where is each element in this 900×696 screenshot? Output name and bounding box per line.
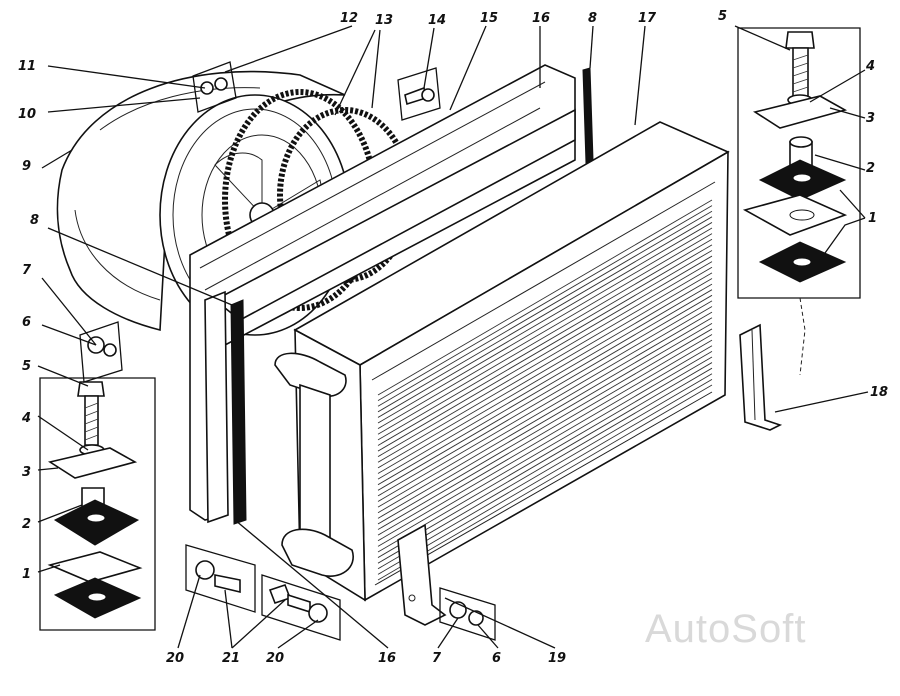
label-8-left: 8 [30,213,39,228]
radiator-fin [377,379,713,575]
radiator-fin [377,238,713,435]
label-17: 17 [638,11,657,26]
radiator-fin [377,205,713,401]
radiator-fin [377,345,713,542]
radiator-fin [377,210,713,407]
label-8-top: 8 [588,11,597,26]
fastener-box-20-21a [185,544,256,613]
radiator-fin [377,350,713,547]
radiator-fin [377,339,713,536]
label-11: 11 [18,59,36,74]
bracket-19 [397,523,447,626]
radiator-fin [377,362,713,558]
mount-assembly-right [737,27,861,376]
radiator-fin [377,294,713,491]
label-21: 21 [222,651,240,666]
label-3-left: 3 [22,465,31,480]
label-7-bottom: 7 [432,651,442,666]
radiator-fin [377,384,713,581]
label-2-left: 2 [22,517,31,532]
radiator-fin [377,289,713,486]
label-16-top: 16 [532,11,550,26]
label-4-top: 4 [865,59,875,74]
radiator-fin [377,367,713,564]
radiator-fin [377,317,713,514]
radiator-fin [377,250,713,446]
radiator-fins [377,199,713,581]
radiator-fin [377,306,713,502]
radiator-fin [377,334,713,530]
nut-box-10-11 [192,61,237,113]
label-10: 10 [18,107,36,122]
radiator-fin [377,266,713,463]
radiator-fin [377,255,713,452]
label-14: 14 [428,13,446,28]
radiator-fin [377,233,713,430]
coolant-pipes [274,352,354,577]
nut-box-6-7-left [79,321,123,383]
watermark: AutoSoft [645,607,806,651]
label-1-top: 1 [868,211,877,226]
label-9: 9 [22,159,31,174]
label-5-top: 5 [718,9,727,24]
mount-assembly-left [39,377,156,631]
label-19: 19 [548,651,566,666]
label-2-top: 2 [866,161,875,176]
radiator-fin [377,278,713,474]
radiator-fin [377,283,713,480]
radiator-fin [377,311,713,508]
radiator-fin [377,227,713,424]
radiator-fin [377,322,713,519]
label-20-a: 20 [166,651,184,666]
bracket-18 [739,323,783,431]
radiator-fin [377,373,713,570]
radiator-fin [377,272,713,469]
shroud-plate [189,64,576,525]
label-15: 15 [480,11,498,26]
radiator-fin [377,300,713,497]
label-3-top: 3 [866,111,875,126]
radiator-fin [377,222,713,418]
label-6-bottom: 6 [492,651,501,666]
label-16-bottom: 16 [378,651,396,666]
radiator-fin [377,328,713,525]
label-6-left: 6 [22,315,31,330]
label-18: 18 [870,385,888,400]
radiator-fin [377,216,713,413]
radiator-fin [377,261,713,458]
label-13: 13 [375,13,393,28]
gasket-strip-top [582,67,594,164]
label-5-left: 5 [22,359,31,374]
radiator-fin [377,244,713,441]
fastener-box-20-21b [261,574,341,641]
radiator-fin [377,199,713,396]
radiator-fin [377,356,713,553]
leader-lines [37,25,869,649]
label-7-left: 7 [22,263,32,278]
label-20-b: 20 [266,651,284,666]
label-4-left: 4 [21,411,31,426]
label-12: 12 [340,11,358,26]
bolt-box-14 [397,67,441,121]
label-1-left: 1 [22,567,31,582]
